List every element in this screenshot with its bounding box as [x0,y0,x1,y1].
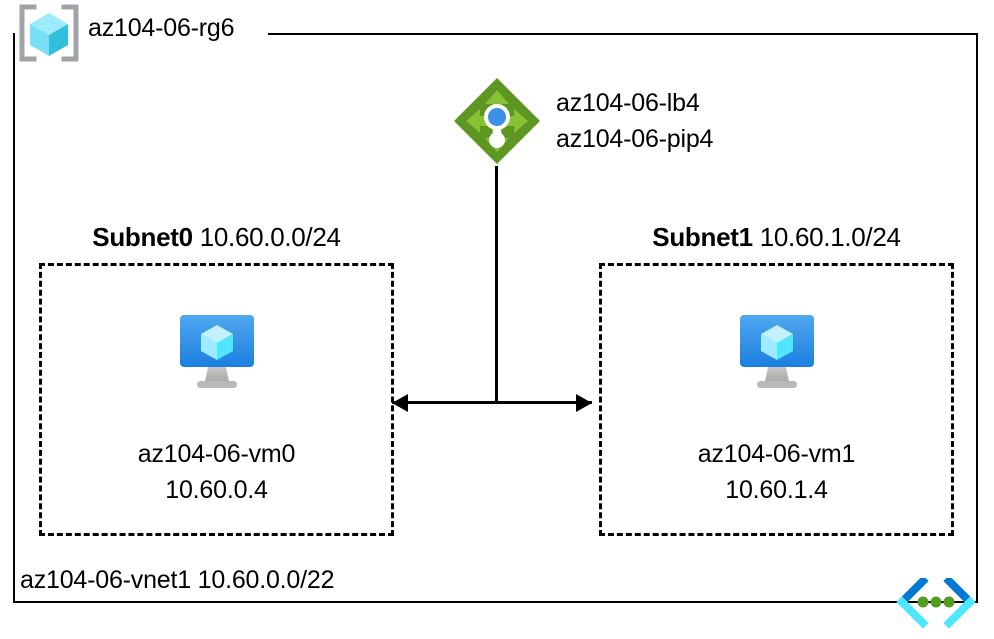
subnet1-cidr: 10.60.1.0/24 [759,222,901,252]
vm0-name: az104-06-vm0 [137,440,296,468]
subnet0-cidr: 10.60.0.0/24 [199,222,341,252]
resource-group-border-top [268,33,978,35]
resource-group-border-left [13,33,15,603]
load-balancer-name: az104-06-lb4 [556,89,700,117]
subnet0-title: Subnet0 10.60.0.0/24 [39,222,394,253]
load-balancer-icon [452,76,542,168]
subnet1-name: Subnet1 [652,222,753,252]
vm1-labels: az104-06-vm1 10.60.1.4 [599,436,954,508]
load-balancer-labels: az104-06-lb4 az104-06-pip4 [556,85,713,157]
public-ip-name: az104-06-pip4 [556,125,714,153]
arrow-head-left [392,394,408,412]
virtual-machine-icon [172,313,262,391]
subnet1-box [599,263,954,536]
subnet0-box [39,263,394,536]
load-balancer-connector-line [495,166,498,404]
vm1-ip: 10.60.1.4 [725,476,828,504]
vm1-name: az104-06-vm1 [697,440,856,468]
resource-group-label: az104-06-rg6 [88,14,235,42]
vm0-labels: az104-06-vm0 10.60.0.4 [39,436,394,508]
virtual-network-icon [893,575,979,629]
arrow-head-right [576,394,592,412]
virtual-machine-icon [732,313,822,391]
subnet0-name: Subnet0 [92,222,193,252]
resource-group-border-right [976,33,978,603]
vnet-label: az104-06-vnet1 10.60.0.0/22 [20,566,335,594]
subnet1-title: Subnet1 10.60.1.0/24 [599,222,954,253]
resource-group-icon [18,4,80,62]
resource-group-border-bottom [13,601,978,603]
vm0-ip: 10.60.0.4 [165,476,268,504]
subnet-connector-line [392,401,592,404]
